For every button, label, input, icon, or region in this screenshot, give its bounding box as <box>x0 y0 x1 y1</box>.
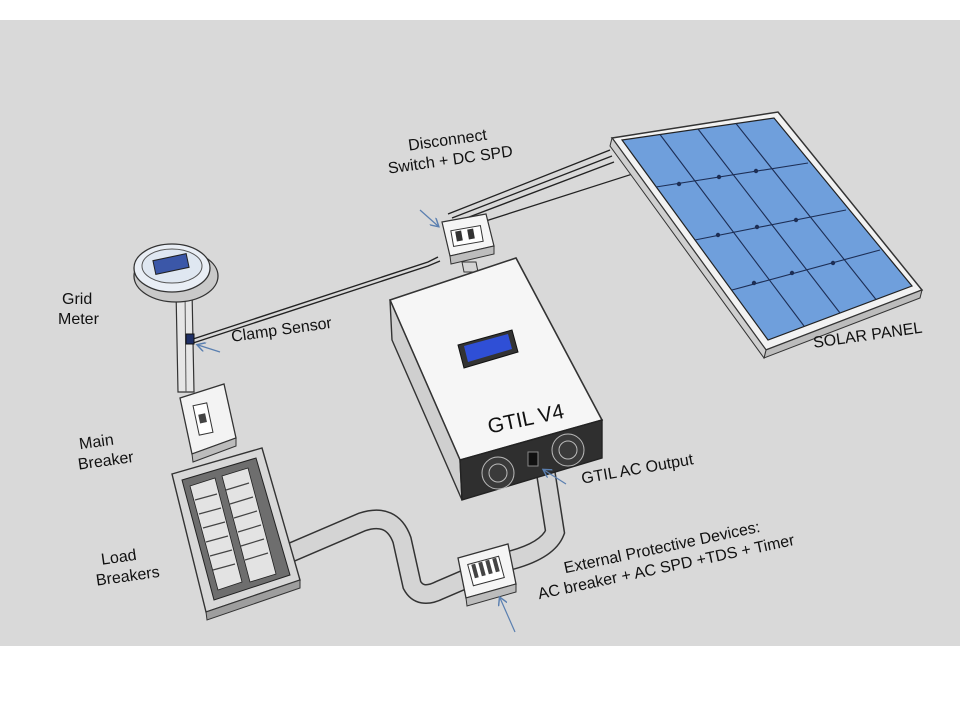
pointer-arrows <box>198 209 567 633</box>
clamp-sensor-wire <box>189 256 441 345</box>
clamp-sensor <box>185 333 195 345</box>
gtil-inverter <box>388 257 604 501</box>
dc-wires <box>447 149 646 227</box>
ac-conduit <box>282 458 566 604</box>
grid-meter-label-line2: Meter <box>58 311 99 328</box>
dc-conduit <box>461 261 479 273</box>
solar-panel <box>609 111 924 360</box>
grid-meter-label-line1: Grid <box>62 291 93 308</box>
ac-output-port <box>527 451 539 467</box>
protective-devices-box <box>457 543 517 607</box>
disconnect-arrow <box>419 209 438 226</box>
main-breaker-label: Main Breaker <box>74 428 135 475</box>
clamp-sensor-arrow <box>198 345 221 353</box>
inverter-display <box>457 329 519 369</box>
load-breaker-panel <box>171 447 301 621</box>
grid-meter <box>133 243 219 303</box>
protective-devices-arrow <box>500 598 516 633</box>
ac-output-arrow <box>544 470 567 485</box>
main-breaker <box>179 383 237 463</box>
inverter-fans <box>481 433 585 490</box>
grid-meter-label: Grid Meter <box>58 290 99 330</box>
disconnect-switch-box <box>441 213 495 265</box>
